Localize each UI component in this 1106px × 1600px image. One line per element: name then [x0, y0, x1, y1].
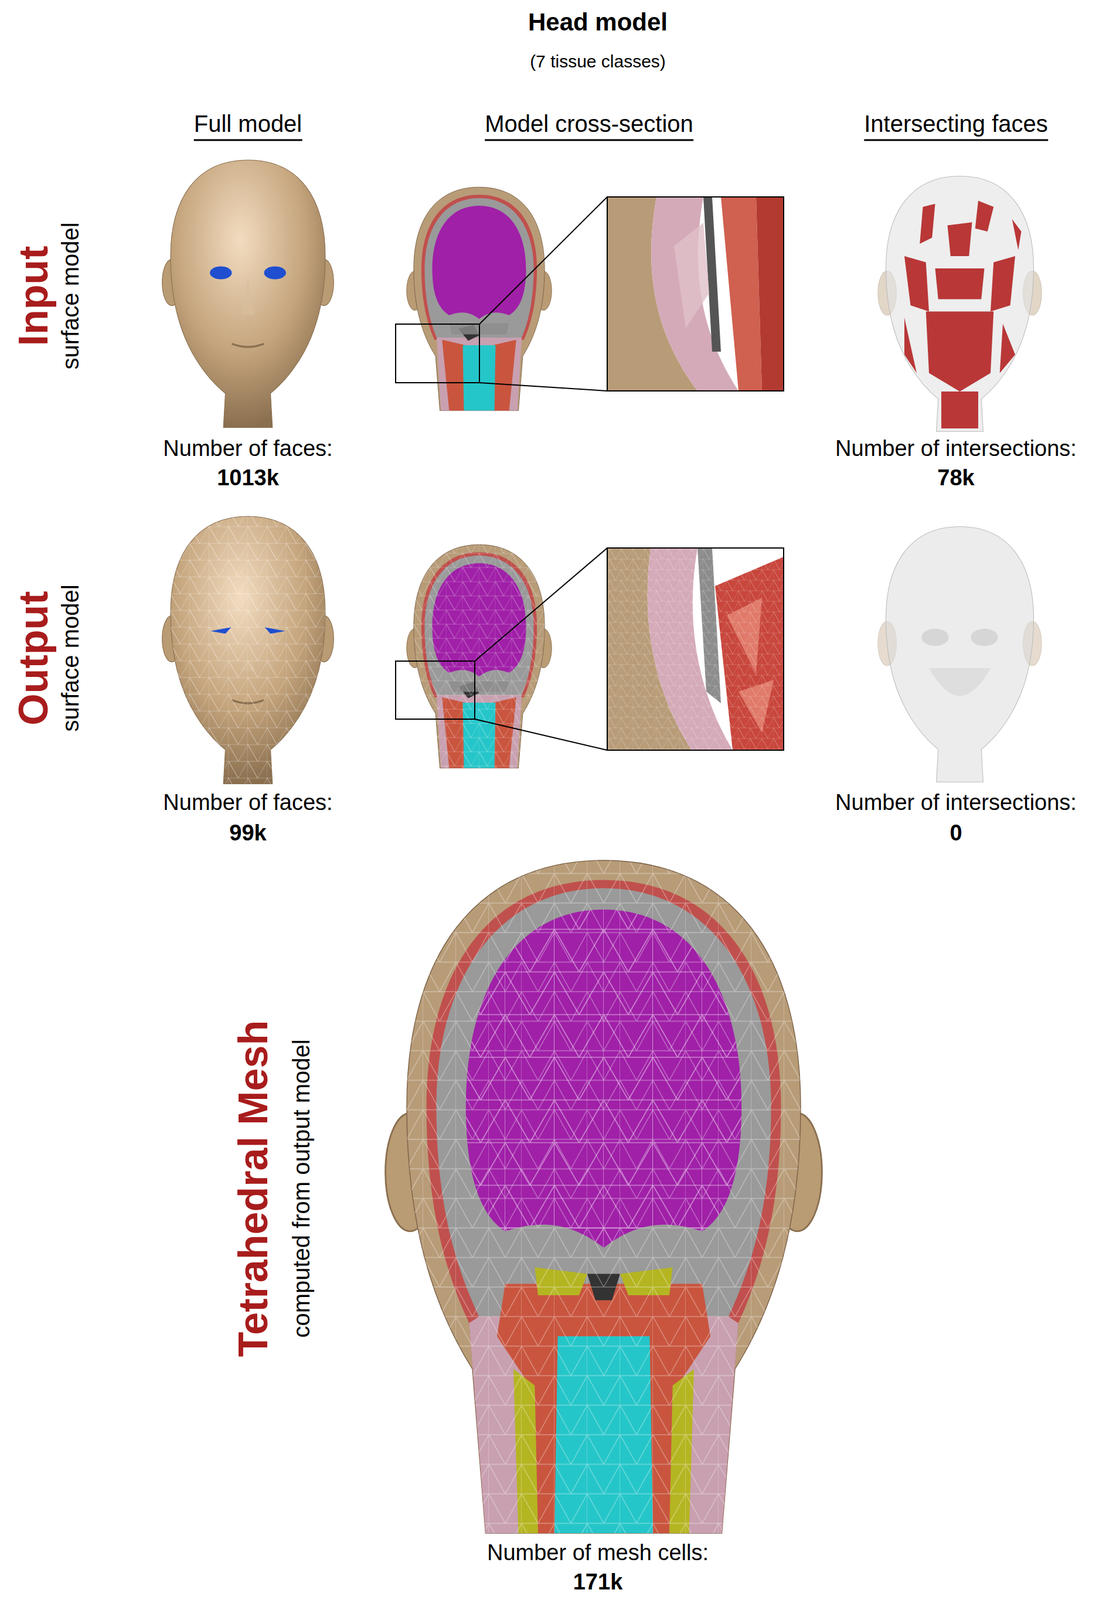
column-header: Intersecting faces — [863, 110, 1048, 142]
stat-label: Number of faces: — [162, 790, 333, 816]
row-label: Output — [9, 590, 58, 726]
stat-label: Number of intersections: — [835, 436, 1077, 462]
row-sublabel: surface model — [56, 222, 84, 370]
row-label: Input — [9, 245, 58, 346]
stat-value: 1013k — [216, 465, 279, 492]
column-header: Full model — [194, 110, 303, 142]
stat-label: Number of mesh cells: — [487, 1540, 709, 1567]
row-label: Tetrahedral Mesh — [229, 1020, 278, 1357]
stat-value: 99k — [229, 820, 267, 847]
column-header: Model cross-section — [484, 110, 694, 142]
stat-value: 171k — [573, 1569, 624, 1596]
stat-value: 78k — [937, 465, 975, 492]
stat-label: Number of intersections: — [835, 790, 1077, 816]
stat-label: Number of faces: — [162, 436, 333, 462]
row-sublabel: surface model — [56, 584, 84, 732]
figure-title: Head model — [528, 8, 668, 37]
stat-value: 0 — [949, 820, 962, 847]
subtitle: (7 tissue classes) — [529, 51, 666, 73]
row-sublabel: computed from output model — [287, 1039, 315, 1338]
